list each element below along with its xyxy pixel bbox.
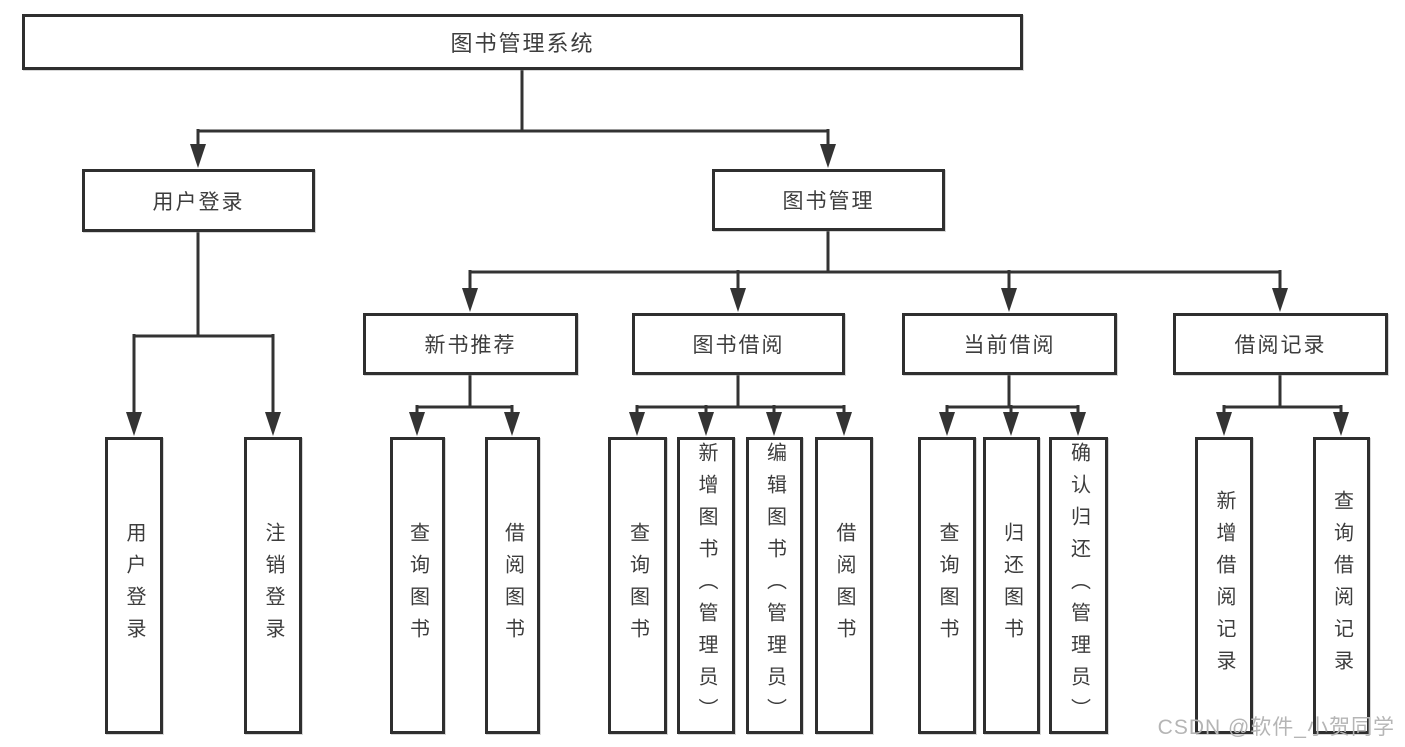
leaf-label: 确认归还（管理员）	[1067, 441, 1090, 730]
watermark-csdn: CSDN @软件_小贺同学	[1157, 716, 1395, 739]
node-current-borrowing: 当前借阅	[902, 313, 1117, 375]
leaf-edit-books-admin: 编辑图书（管理员）	[746, 437, 803, 734]
leaf-user-login: 用户登录	[105, 437, 163, 734]
leaf-label: 查询图书	[406, 521, 429, 650]
leaf-label: 查询图书	[626, 521, 649, 650]
leaf-label: 新增图书（管理员）	[695, 441, 717, 730]
leaf-query-borrow-record: 查询借阅记录	[1313, 437, 1370, 734]
leaf-borrow-books-recommend: 借阅图书	[485, 437, 540, 734]
leaf-label: 借阅图书	[833, 521, 855, 650]
leaf-query-books-current: 查询图书	[918, 437, 976, 734]
node-book-management: 图书管理	[712, 169, 945, 231]
leaf-label: 新增借阅记录	[1213, 489, 1235, 682]
leaf-label: 查询图书	[936, 521, 958, 650]
leaf-borrow-books: 借阅图书	[815, 437, 873, 734]
node-borrowing-records: 借阅记录	[1173, 313, 1388, 375]
leaf-query-books-recommend: 查询图书	[390, 437, 445, 734]
leaf-label: 用户登录	[123, 521, 145, 650]
node-system-root: 图书管理系统	[22, 14, 1023, 70]
leaf-label: 注销登录	[262, 521, 284, 650]
leaf-add-books-admin: 新增图书（管理员）	[677, 437, 735, 734]
node-book-borrowing: 图书借阅	[632, 313, 845, 375]
node-user-login: 用户登录	[82, 169, 315, 232]
leaf-label: 编辑图书（管理员）	[763, 441, 786, 730]
leaf-add-borrow-record: 新增借阅记录	[1195, 437, 1253, 734]
leaf-confirm-return-admin: 确认归还（管理员）	[1049, 437, 1108, 734]
node-new-book-recommend: 新书推荐	[363, 313, 578, 375]
leaf-label: 查询借阅记录	[1330, 489, 1353, 682]
leaf-logout: 注销登录	[244, 437, 302, 734]
leaf-label: 借阅图书	[501, 521, 524, 650]
leaf-label: 归还图书	[1000, 521, 1023, 650]
leaf-query-books-borrowing: 查询图书	[608, 437, 667, 734]
leaf-return-books: 归还图书	[983, 437, 1040, 734]
